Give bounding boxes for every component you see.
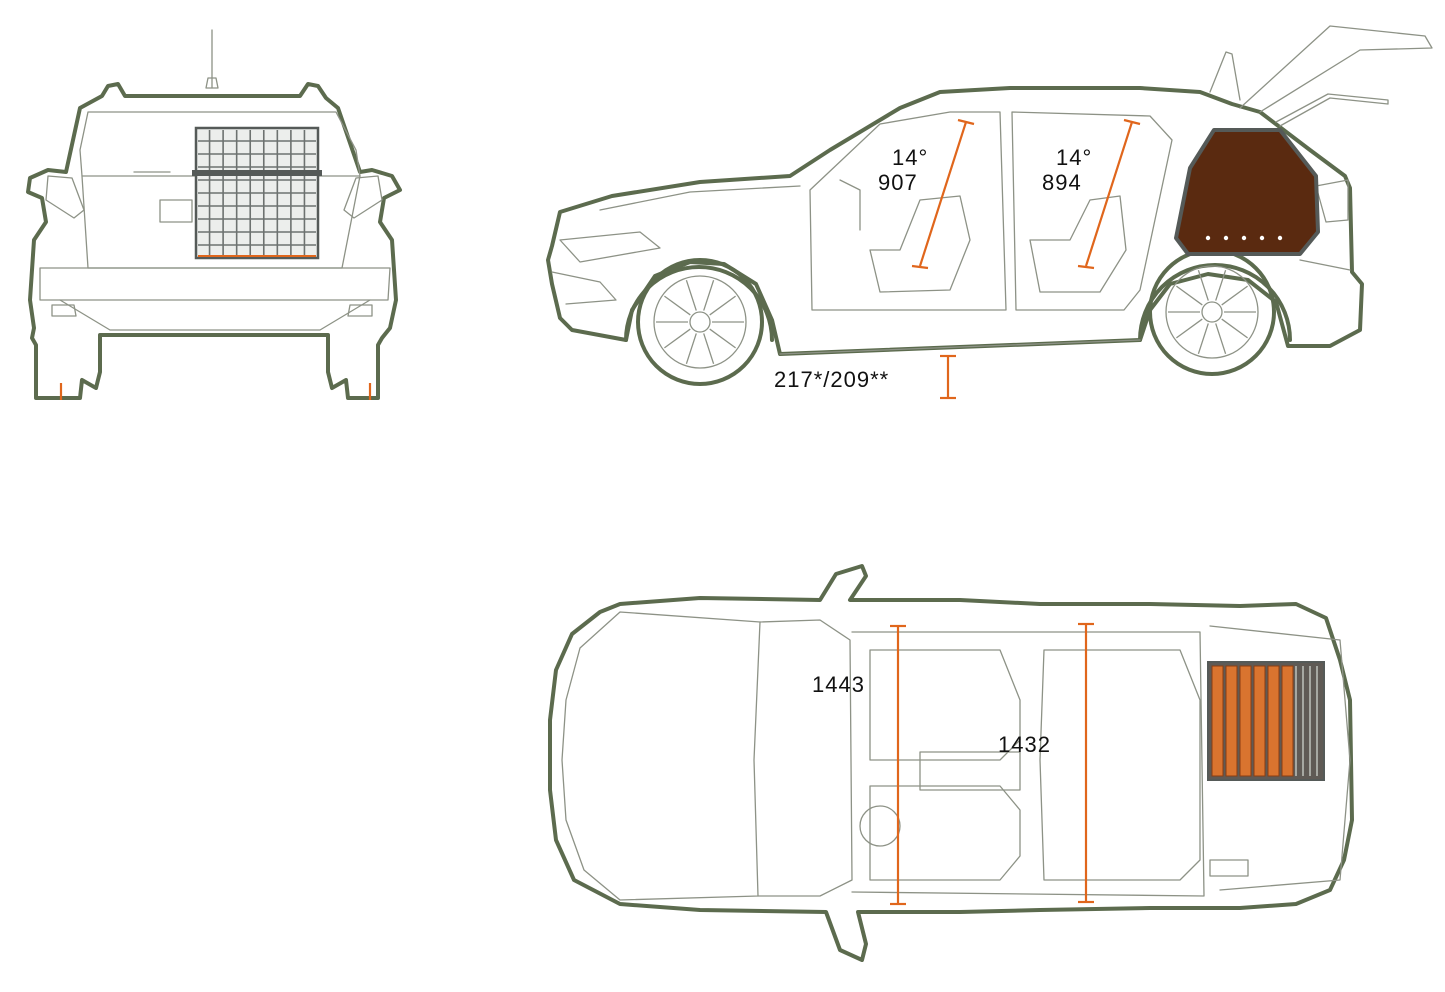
front-tire bbox=[636, 258, 764, 386]
wheel-spoke bbox=[1221, 318, 1248, 339]
rear-bumper-side bbox=[1299, 259, 1351, 271]
rear-body-outline bbox=[26, 82, 402, 400]
tailgate-hinge-left bbox=[1209, 51, 1241, 101]
rear-door-opening bbox=[1011, 111, 1173, 311]
tie-dot bbox=[1223, 235, 1229, 241]
wheel-spoke bbox=[703, 333, 715, 365]
steering-wheel bbox=[839, 179, 861, 231]
taillight-left bbox=[45, 175, 85, 219]
front-seat-dim-line bbox=[918, 121, 968, 267]
open-tailgate bbox=[1239, 25, 1433, 113]
top-body-outline bbox=[548, 564, 1354, 962]
trunk-area bbox=[1209, 625, 1351, 891]
sill-line bbox=[779, 339, 1141, 355]
front-seat bbox=[869, 195, 971, 293]
hood-top bbox=[561, 611, 761, 901]
rear-rim bbox=[1165, 265, 1259, 359]
wheel-spoke bbox=[1197, 323, 1209, 355]
wheel-spoke bbox=[685, 279, 697, 311]
rear-wheel-arch bbox=[1138, 263, 1292, 342]
front-seat-dim-cap-bottom bbox=[911, 264, 929, 270]
rear-seat bbox=[1029, 195, 1127, 293]
floor-slat bbox=[1225, 665, 1238, 777]
front-seat-height-label: 907 bbox=[878, 170, 918, 195]
wheel-spoke bbox=[1176, 285, 1203, 306]
cargo-tie-dots bbox=[1205, 235, 1283, 241]
front-seat-angle-label: 14° bbox=[892, 145, 928, 170]
headlight bbox=[559, 231, 661, 263]
tie-dot bbox=[1205, 235, 1211, 241]
top-view: 1443 1432 bbox=[548, 564, 1354, 962]
top-cargo-floor bbox=[1207, 661, 1325, 781]
steering-wheel-top bbox=[859, 805, 901, 847]
floor-slat bbox=[1281, 665, 1294, 777]
wheel-spoke bbox=[685, 333, 697, 365]
plate-area bbox=[159, 199, 193, 223]
ground-clearance-label: 217*/209** bbox=[774, 367, 889, 392]
rear-seat-dim-cap-top bbox=[1123, 118, 1141, 126]
floor-slat bbox=[1267, 665, 1280, 777]
front-hub bbox=[689, 311, 711, 333]
side-taillight bbox=[1315, 179, 1349, 223]
rear-width-label: 1432 bbox=[998, 732, 1051, 757]
floor-slat bbox=[1253, 665, 1266, 777]
wheel-spoke bbox=[664, 295, 691, 316]
tie-dot bbox=[1241, 235, 1247, 241]
rear-seat-dim-line bbox=[1084, 121, 1134, 267]
tailgate-strut bbox=[1275, 93, 1389, 127]
wheel-spoke bbox=[709, 295, 736, 316]
rear-seat-height-label: 894 bbox=[1042, 170, 1082, 195]
front-width-label: 1443 bbox=[812, 672, 865, 697]
front-seat-dim-cap-top bbox=[957, 118, 975, 126]
front-wheel-arch bbox=[624, 265, 774, 342]
rear-cargo-grid bbox=[192, 126, 322, 260]
hood-line bbox=[599, 185, 801, 211]
side-cargo-box bbox=[1174, 128, 1320, 256]
wheel-spoke bbox=[664, 328, 691, 349]
rear-view bbox=[26, 29, 402, 400]
rear-bumper-top bbox=[39, 267, 391, 301]
wheel-spokes bbox=[656, 269, 1256, 365]
floor-slat bbox=[1239, 665, 1252, 777]
wheel-spoke bbox=[1215, 323, 1227, 355]
rear-bench bbox=[1039, 649, 1201, 881]
cabin-top bbox=[851, 631, 1205, 897]
front-bumper bbox=[551, 271, 617, 305]
wheel-spoke bbox=[709, 328, 736, 349]
windshield bbox=[757, 619, 853, 897]
rear-seat-dim-cap-bottom bbox=[1077, 264, 1095, 270]
tie-dot bbox=[1277, 235, 1283, 241]
floor-slat bbox=[1211, 665, 1224, 777]
rear-bumper-lower bbox=[59, 299, 371, 331]
wheel-spoke bbox=[1215, 269, 1227, 301]
rear-seat-angle-label: 14° bbox=[1056, 145, 1092, 170]
front-door-opening bbox=[809, 111, 1007, 311]
trunk-latch bbox=[1209, 859, 1249, 877]
front-seat-right bbox=[869, 785, 1021, 881]
reflector-right bbox=[347, 304, 373, 317]
taillight-right bbox=[343, 175, 383, 219]
wheel-spoke bbox=[703, 279, 715, 311]
antenna-base bbox=[205, 77, 219, 89]
reflector-left bbox=[51, 304, 77, 317]
front-seat-left bbox=[869, 649, 1021, 761]
wheel-spoke bbox=[1197, 269, 1209, 301]
center-console bbox=[919, 751, 1021, 791]
rear-hub bbox=[1201, 301, 1223, 323]
tie-dot bbox=[1259, 235, 1265, 241]
front-rim bbox=[653, 275, 747, 369]
side-view: 14° 907 14° 894 217*/209** bbox=[546, 25, 1433, 400]
wheel-spoke bbox=[1221, 285, 1248, 306]
wheel-spoke bbox=[1176, 318, 1203, 339]
